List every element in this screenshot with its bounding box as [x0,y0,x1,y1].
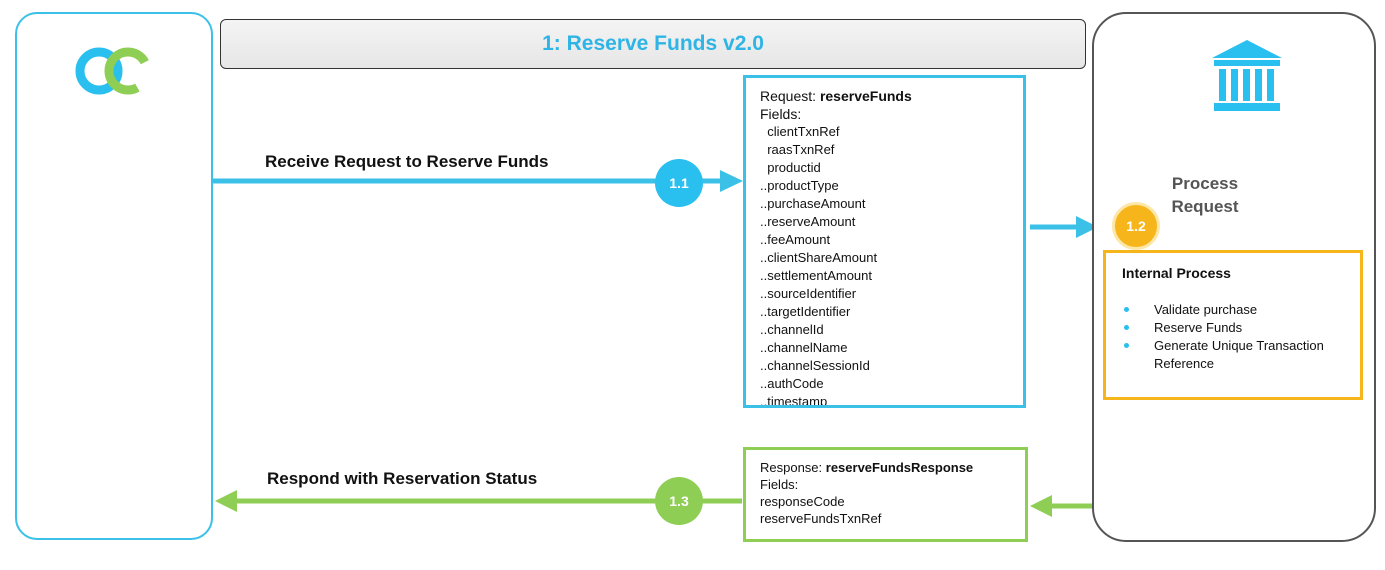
step-1-3-badge: 1.3 [655,477,703,525]
request-field: ..reserveAmount [760,214,856,229]
response-in-arrowhead [1030,495,1052,517]
response-prefix: Response: [760,460,826,475]
internal-process-box: Internal Process Validate purchase Reser… [1103,250,1363,400]
request-field: ..sourceIdentifier [760,286,857,301]
response-field: responseCode [760,494,845,509]
request-field: ..feeAmount [760,232,831,247]
internal-process-item: Reserve Funds [1122,319,1344,337]
internal-process-item: Validate purchase [1122,301,1344,319]
request-field: ..purchaseAmount [760,196,866,211]
request-fields-box: Request: reserveFunds Fields: clientTxnR… [743,75,1026,408]
step-1-3-label: Respond with Reservation Status [267,469,538,488]
diagram-title: 1: Reserve Funds v2.0 [220,19,1086,69]
request-field: ..channelId [760,322,824,337]
step-1-2-badge: 1.2 [1112,202,1160,250]
step-1-1-label: Receive Request to Reserve Funds [265,152,549,171]
response-fields-box: Response: reserveFundsResponse Fields: r… [743,447,1028,542]
request-field: ..targetIdentifier [760,304,851,319]
response-fields-label: Fields: [760,477,799,492]
request-field: raasTxnRef [760,142,835,157]
response-name: reserveFundsResponse [825,460,974,475]
request-fields-label: Fields: [760,106,802,122]
internal-process-list: Validate purchase Reserve Funds Generate… [1122,301,1344,373]
request-name: reserveFunds [819,88,912,104]
request-field: ..productType [760,178,839,193]
request-field: productid [760,160,821,175]
bank-building-icon [1212,40,1282,111]
request-field-list: clientTxnRef raasTxnRef productid ..prod… [760,123,1009,408]
internal-process-item: Generate Unique Transaction Reference [1122,337,1344,373]
step-1-1-badge: 1.1 [655,159,703,207]
request-field: ..channelSessionId [760,358,870,373]
response-field-list: responseCode reserveFundsTxnRef [760,493,1011,527]
interlocking-rings-logo-icon [75,47,152,95]
process-request-label: Process Request [1171,174,1239,216]
request-field: ..clientShareAmount [760,250,878,265]
response-arrowhead [215,490,237,512]
request-field: ..authCode [760,376,824,391]
request-field: ..channelName [760,340,848,355]
request-field: ..timestamp [760,394,828,408]
internal-process-title: Internal Process [1122,265,1231,281]
request-field: ..settlementAmount [760,268,872,283]
request-prefix: Request: [760,88,820,104]
forward-arrowhead [1076,216,1098,238]
request-field: clientTxnRef [760,124,840,139]
request-arrowhead [720,170,743,192]
response-field: reserveFundsTxnRef [760,511,882,526]
client-panel [15,12,213,540]
